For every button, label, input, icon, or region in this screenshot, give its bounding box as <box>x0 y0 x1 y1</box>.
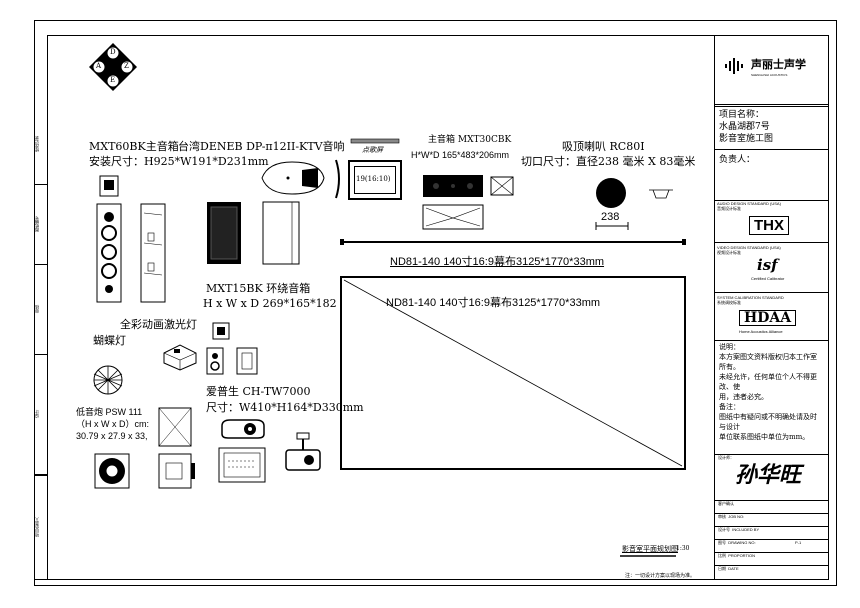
ktv-title: 台湾DENEB DP-π12II-KTV音响 <box>178 140 345 153</box>
ceiling-dimension-line <box>595 222 629 230</box>
ceiling-speaker-side-icon <box>649 189 673 199</box>
projection-screen <box>340 276 686 470</box>
info-rows: 客户确认 审核 JOB NO: 设计号 INCLUDED BY 图号 DRAWI… <box>715 500 828 580</box>
owner-label: 负责人： <box>719 155 756 165</box>
logo-letter: Z <box>124 62 129 70</box>
screen-bracket-icon <box>335 159 340 199</box>
strip-item: 设计 <box>34 355 47 475</box>
title-block: 声丽士声学 SHENGLISHI ACOUSTICS 项目名称： 水晶湖郡7号 … <box>714 35 829 580</box>
ceiling-dimension-value: 238 <box>601 211 620 223</box>
strip-item: 图纸编号 <box>34 185 47 265</box>
brand-logo: 声丽士声学 SHENGLISHI ACOUSTICS <box>715 36 828 105</box>
logo-diamond-icon <box>89 43 137 91</box>
plan-title: 影音室平面规划图 <box>622 545 678 553</box>
main-speaker-size: 安装尺寸：H925*W191*D231mm <box>89 155 269 168</box>
surround-speaker-small-icon <box>212 322 230 340</box>
surround-dims: H x W x D 269*165*182 <box>203 297 337 310</box>
screen-ratio: 19(16:10) <box>356 175 391 183</box>
ceiling-speaker-title: 吸顶喇叭 RC80I <box>562 140 645 153</box>
info-row: 审核 JOB NO: <box>715 513 828 526</box>
laser-light-icon <box>163 344 197 371</box>
ktv-speaker-side-icon <box>262 201 300 265</box>
isf-logo: isf <box>757 256 778 274</box>
ktv-speaker-top-icon <box>261 161 325 195</box>
footer-note: 注：一切设计方案以现场为准。 <box>625 573 696 579</box>
center-speaker-title: 主音箱 MXT30CBK <box>428 135 512 145</box>
main-speaker-title: MXT60BK主音箱 <box>89 140 179 153</box>
butterfly-light-icon <box>93 365 123 395</box>
projector-top-icon <box>218 447 266 483</box>
designer-section: 设计师： 孙华旺 <box>715 454 828 501</box>
projection-screen-diagonal <box>343 279 683 467</box>
subwoofer-side-icon <box>158 407 192 447</box>
outer-frame <box>34 20 837 586</box>
audio-standard: AUDIO DESIGN STANDARD (USA) 音频设计标准 THX <box>715 200 828 243</box>
info-row: 比例 PROPORTION <box>715 552 828 565</box>
project-name-2: 影音室施工图 <box>719 134 774 144</box>
logo-letter: D <box>110 48 116 56</box>
laser-light-title: 全彩动画激光灯 <box>120 318 197 331</box>
subwoofer-front-icon <box>94 453 130 489</box>
strip-item: 修改记录 <box>34 105 47 185</box>
brand-wave-icon <box>725 58 743 74</box>
ktv-speaker-front-icon <box>207 202 241 264</box>
main-speaker-side-icon <box>140 203 166 303</box>
screen-wall-line <box>340 239 686 245</box>
screen-label-top: ND81-140 140寸16:9幕布3125*1770*33mm <box>390 256 605 268</box>
info-row: 日期 DATE <box>715 565 828 579</box>
plan-title-underline <box>620 555 676 557</box>
center-speaker-front-icon <box>423 175 483 197</box>
calibration-standard: SYSTEM CALIBRATION STANDARD 系统调校标准 HDAA … <box>715 294 828 341</box>
hdaa-logo: HDAA <box>739 310 797 326</box>
brand-name: 声丽士声学 <box>751 59 806 71</box>
owner-section: 负责人： <box>715 150 828 201</box>
surround-title: MXT15BK 环绕音箱 <box>206 282 311 295</box>
thx-logo: THX <box>749 216 789 235</box>
screen-label-inside: ND81-140 140寸16:9幕布3125*1770*33mm <box>386 297 601 309</box>
project-name-1: 水晶湖郡7号 <box>719 122 770 132</box>
info-row: 设计号 INCLUDED BY <box>715 526 828 539</box>
video-standard: VIDEO DESIGN STANDARD (USA) 视频设计标准 isf C… <box>715 244 828 293</box>
screen-top-icon <box>350 138 400 144</box>
designer-signature: 孙华旺 <box>735 462 802 488</box>
info-row: 客户确认 <box>715 500 828 513</box>
left-strip: 修改记录 图纸编号 审核 设计 项目负责人 <box>34 35 47 580</box>
main-speaker-small-icon <box>99 175 119 197</box>
ceiling-speaker-cut: 切口尺寸：直径238 毫米 X 83毫米 <box>521 155 696 168</box>
projector-title: 爱普生 CH-TW7000 <box>206 385 311 398</box>
surround-speaker-front-icon <box>206 347 224 375</box>
sub-dims-2: 30.79 x 27.9 x 33, <box>76 431 148 441</box>
brand-sub: SHENGLISHI ACOUSTICS <box>751 73 788 77</box>
main-speaker-front-icon <box>96 203 122 303</box>
center-speaker-dims: H*W*D 165*483*206mm <box>411 150 510 160</box>
projector-size: 尺寸：W410*H164*D330mm <box>206 401 364 414</box>
notes-section: 说明： 本方案图文资料版权归本工作室 所有。 未经允许，任何单位个人不得更 改、… <box>715 342 828 455</box>
projector-front-icon <box>221 419 265 439</box>
screen-front <box>348 160 402 200</box>
butterfly-light-title: 蝴蝶灯 <box>93 334 126 347</box>
sub-title: 低音炮 PSW 111 <box>76 407 143 417</box>
strip-item: 审核 <box>34 265 47 355</box>
center-speaker-side-icon <box>490 176 514 196</box>
projector-mount-icon <box>285 432 321 471</box>
logo-letter: A <box>96 62 102 70</box>
project-section: 项目名称： 水晶湖郡7号 影音室施工图 <box>715 106 828 150</box>
info-row: 图号 DRAWING NO:P-1 <box>715 539 828 552</box>
screen-label: 点歌屏 <box>362 146 383 154</box>
logo-letter: E <box>110 76 116 84</box>
center-speaker-top-icon <box>422 204 484 230</box>
project-label: 项目名称： <box>719 110 765 120</box>
surround-speaker-side-icon <box>236 347 258 375</box>
plan-scale: 1:30 <box>676 545 690 552</box>
ceiling-speaker-front-icon <box>596 178 626 208</box>
strip-item: 项目负责人 <box>34 475 47 580</box>
subwoofer-top-icon <box>158 453 195 489</box>
sub-dims-1: （H x W x D）cm: <box>76 419 149 429</box>
